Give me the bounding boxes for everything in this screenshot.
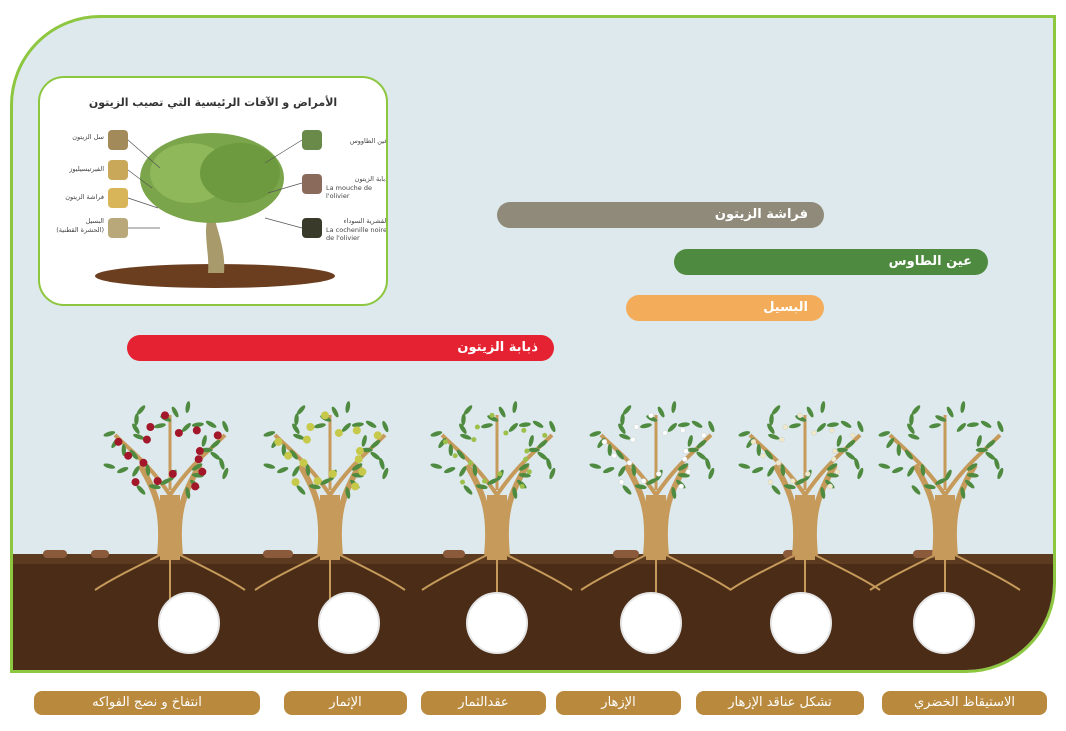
inset-right-label-4: القشرية السوداء	[343, 217, 388, 225]
pest-bar-label: البسيل	[763, 300, 808, 315]
pest-bar-olive-fly: ذبابة الزيتون	[127, 335, 554, 361]
olive-tree	[869, 401, 1021, 600]
verticillium-thumb	[108, 160, 128, 180]
olive-knot-thumb	[108, 130, 128, 150]
stage-detail-circle-3	[620, 592, 682, 654]
stage-detail-circle-5	[318, 592, 380, 654]
olive-tree	[580, 401, 732, 600]
olive-tree	[94, 401, 246, 600]
psyllid-thumb	[108, 218, 128, 238]
pest-bar-label: فراشة الزيتون	[714, 207, 808, 222]
stage-detail-circle-6	[158, 592, 220, 654]
inset-right-label-5: La cochenille noire de l'olivier	[326, 226, 387, 242]
inset-left-label-4: البسيل	[85, 217, 104, 225]
stage-label-fruit-set: عقدالثمار	[421, 691, 546, 715]
pest-bar-label: ذبابة الزيتون	[457, 340, 538, 355]
pest-bar-psyllid: البسيل	[626, 295, 824, 321]
black-scale-thumb	[302, 218, 322, 238]
inset-right-label-3: La mouche de l'olivier	[326, 184, 372, 200]
inset-title: الأمراض و الآفات الرئيسية التي تصيب الزي…	[88, 96, 338, 109]
olive-tree	[729, 401, 881, 600]
stage-detail-circle-4	[466, 592, 528, 654]
stage-label-flower-cluster-formation: تشكل عناقد الإزهار	[696, 691, 864, 715]
inset-tree-illustration	[95, 133, 335, 288]
inset-left-label-3: فراشة الزيتون	[65, 193, 104, 201]
stage-label-flowering: الإزهار	[556, 691, 681, 715]
olive-moth-thumb	[108, 188, 128, 208]
peacock-spot-thumb	[302, 130, 322, 150]
olive-tree	[421, 401, 573, 600]
stage-label-vegetative-awakening: الاستيقاظ الخضري	[882, 691, 1047, 715]
olive-tree	[254, 401, 406, 600]
pest-bar-peacock-spot: عين الطاوس	[674, 249, 988, 275]
inset-left-label-5: (الحشرة القطنية)	[56, 226, 104, 234]
olive-fly-thumb	[302, 174, 322, 194]
inset-right-label-1: عين الطاووس	[349, 137, 388, 145]
inset-left-label-2: الفيرتيسيليوز	[69, 165, 104, 173]
pests-inset: الأمراض و الآفات الرئيسية التي تصيب الزي…	[38, 76, 388, 306]
stage-detail-circle-2	[770, 592, 832, 654]
pest-bar-label: عين الطاوس	[888, 254, 972, 269]
inset-right-label-2: ذبابة الزيتون	[354, 175, 388, 183]
inset-left-label-1: سل الزيتون	[72, 133, 104, 141]
stage-detail-circle-1	[913, 592, 975, 654]
stage-label-fruiting: الإثمار	[284, 691, 407, 715]
stage-label-fruit-swelling-ripening: انتفاخ و نضج الفواكه	[34, 691, 260, 715]
pest-bar-olive-moth: فراشة الزيتون	[497, 202, 824, 228]
